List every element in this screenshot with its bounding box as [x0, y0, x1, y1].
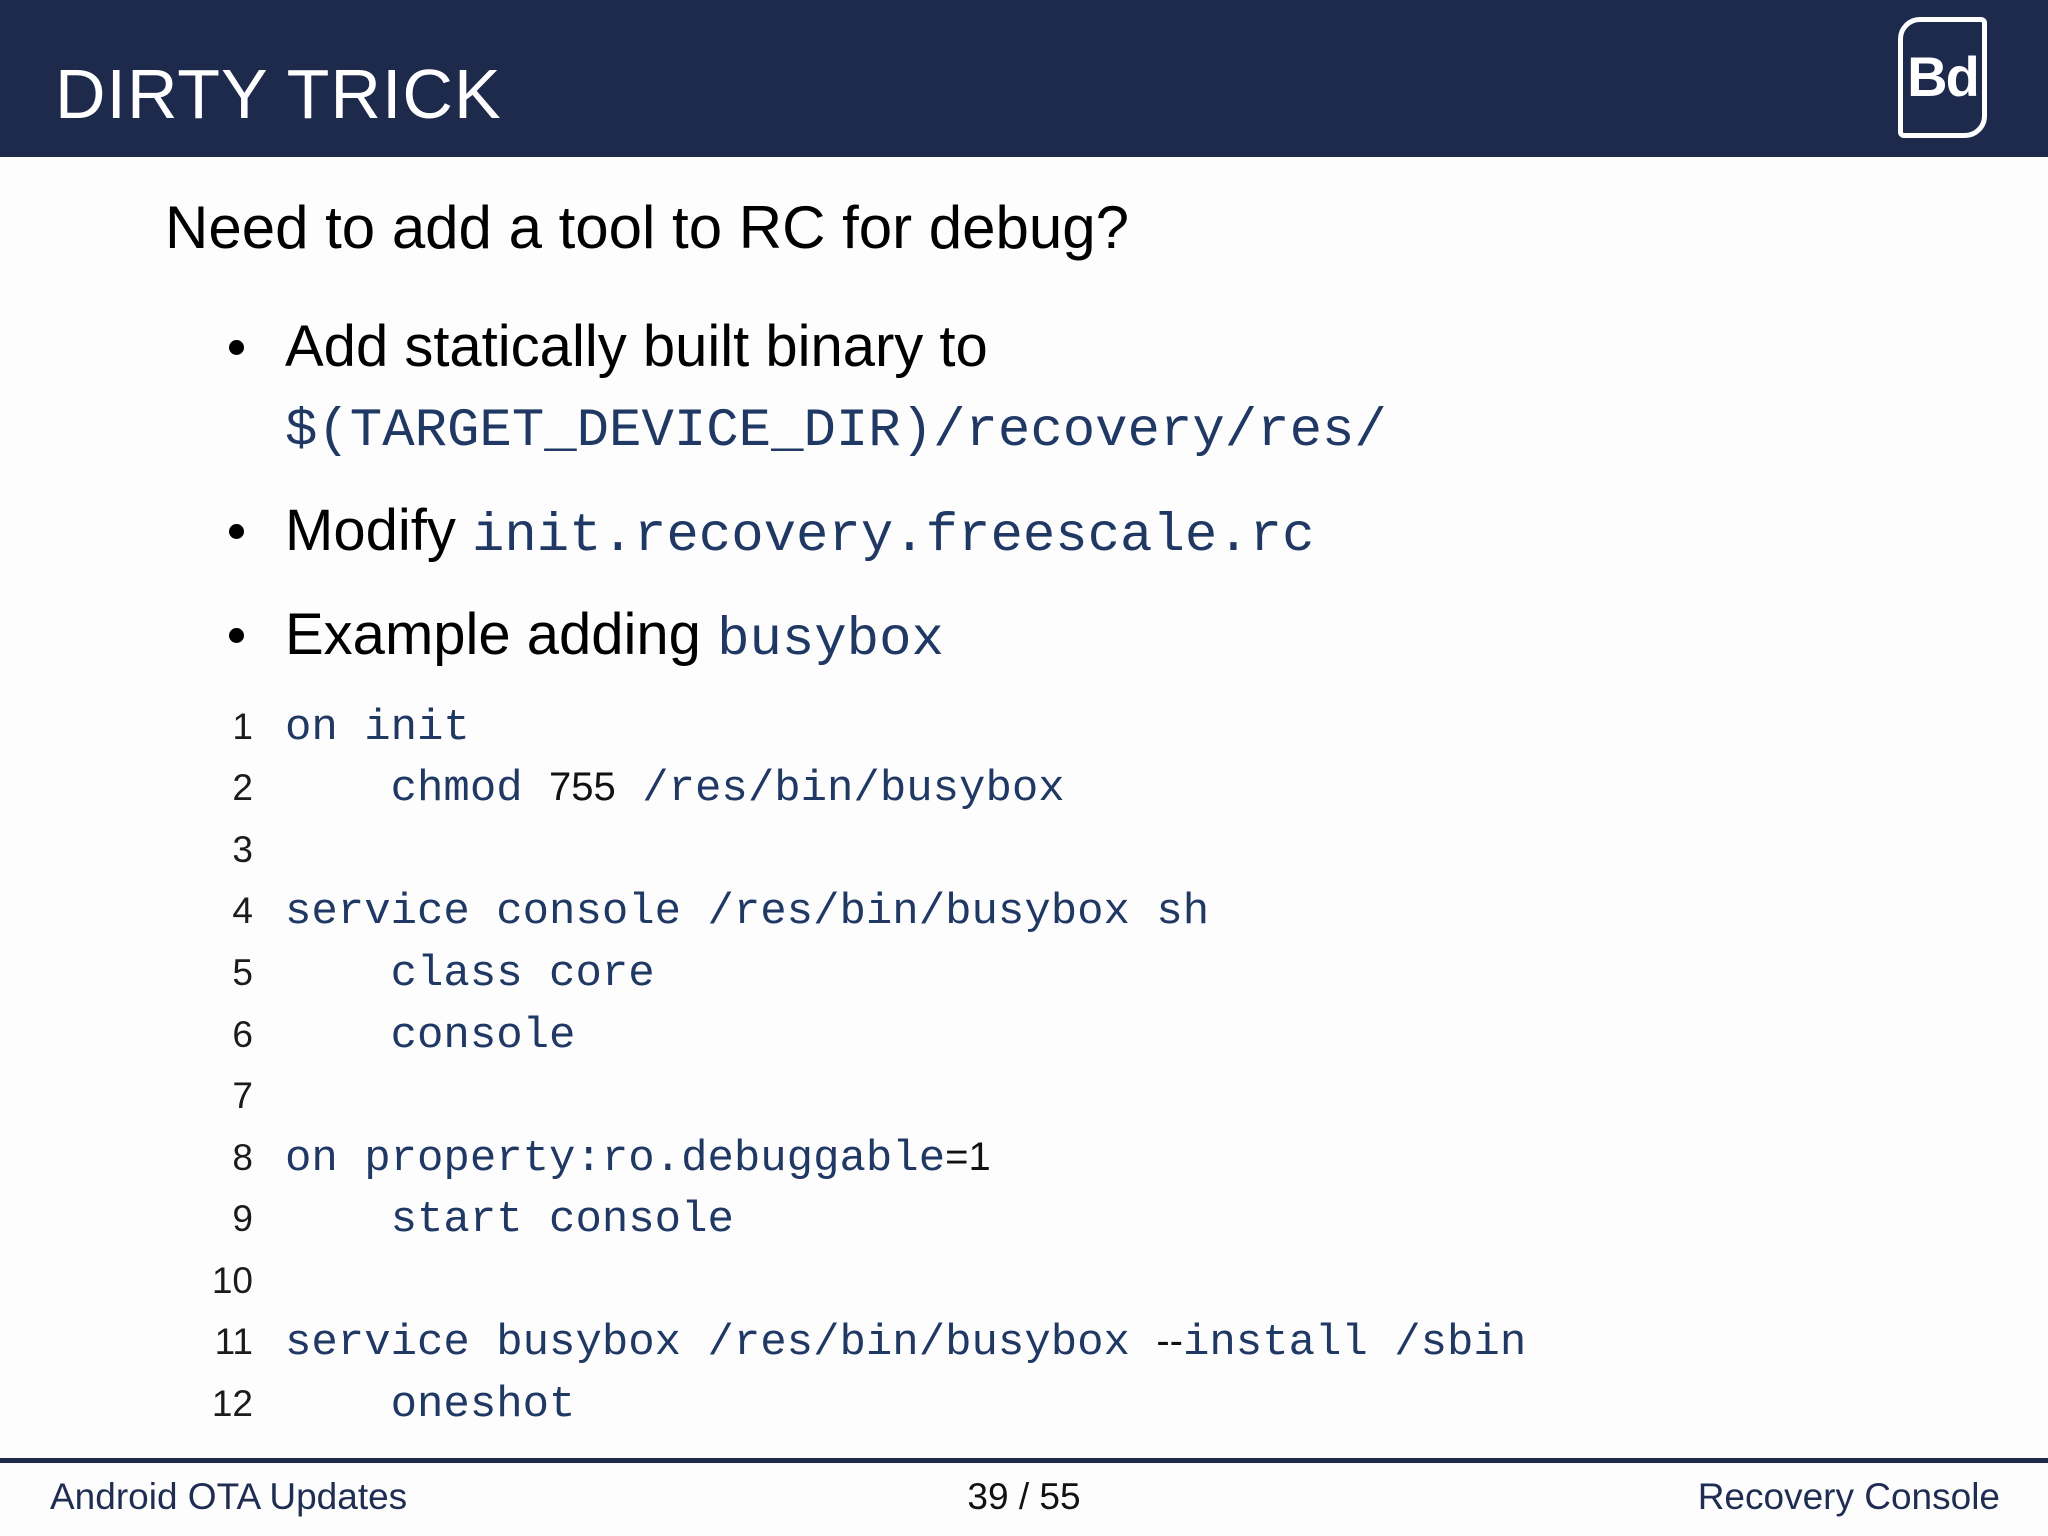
listing-line: 1 on init — [0, 694, 2048, 759]
listing-line: 10 — [0, 1248, 2048, 1313]
listing-line: 12 oneshot — [0, 1371, 2048, 1436]
header-bar: DIRTY TRICK Bd — [0, 0, 2048, 157]
code-text: /res/bin/busybox — [615, 764, 1065, 814]
code-text: service busybox /res/bin/busybox — [285, 1318, 1157, 1368]
code-text: service console /res/bin/busybox sh — [285, 887, 1210, 937]
listing-line: 8 on property:ro.debuggable=1 — [0, 1125, 2048, 1190]
line-number: 12 — [211, 1383, 253, 1424]
bullet-dot — [229, 340, 244, 355]
bullet-item-2: Modify init.recovery.freescale.rc — [229, 500, 1315, 567]
line-number: 8 — [232, 1137, 253, 1178]
line-number: 5 — [232, 952, 253, 993]
code-literal: =1 — [945, 1135, 991, 1179]
code-text: console — [285, 1011, 576, 1061]
bullet-text: Modify — [285, 498, 472, 563]
listing-line: 7 — [0, 1063, 2048, 1128]
listing-line: 9 start console — [0, 1186, 2048, 1251]
listing-line: 3 — [0, 817, 2048, 882]
footer-divider — [0, 1458, 2048, 1463]
bullet-text: Example adding — [285, 602, 718, 667]
footer-section-title: Recovery Console — [1697, 1476, 2000, 1517]
line-number: 2 — [232, 767, 253, 808]
code-text: on property:ro.debuggable — [285, 1134, 946, 1184]
code-text: start console — [285, 1195, 734, 1245]
bullet-inline-code: init.recovery.freescale.rc — [471, 506, 1315, 567]
footer-course-title: Android OTA Updates — [50, 1476, 408, 1517]
listing-line: 2 chmod 755 /res/bin/busybox — [0, 755, 2048, 820]
code-literal: -- — [1156, 1319, 1183, 1363]
bd-logo-text: Bd — [1907, 45, 1980, 108]
line-number: 7 — [232, 1075, 253, 1116]
code-text: on init — [285, 703, 470, 753]
listing-line: 4 service console /res/bin/busybox sh — [0, 878, 2048, 943]
footer-page-number: 39 / 55 — [967, 1476, 1081, 1517]
code-text: class core — [285, 949, 655, 999]
code-text: oneshot — [285, 1380, 576, 1430]
line-number: 4 — [232, 890, 253, 931]
listing-line: 11 service busybox /res/bin/busybox --ins… — [0, 1309, 2048, 1374]
listing-line: 5 class core — [0, 940, 2048, 1005]
code-text: chmod — [285, 764, 550, 814]
page-title: DIRTY TRICK — [55, 55, 502, 133]
code-literal: 755 — [549, 765, 616, 809]
bullet-dot — [229, 524, 244, 539]
bullet-code-path: $(TARGET_DEVICE_DIR)/recovery/res/ — [285, 401, 1387, 462]
bullet-item-3: Example adding busybox — [229, 604, 944, 671]
line-number: 9 — [232, 1198, 253, 1239]
bd-logo-icon: Bd — [1898, 17, 1987, 138]
bullet-inline-code: busybox — [717, 610, 944, 671]
bullet-text: Add statically built binary to — [285, 314, 988, 379]
bullet-dot — [229, 628, 244, 643]
bullet-item-1: Add statically built binary to — [229, 316, 988, 377]
line-number: 6 — [232, 1014, 253, 1055]
line-number: 10 — [211, 1260, 253, 1301]
line-number: 11 — [214, 1321, 253, 1362]
code-text: install /sbin — [1182, 1318, 1527, 1368]
line-number: 3 — [232, 829, 253, 870]
slide-heading: Need to add a tool to RC for debug? — [165, 194, 1129, 261]
line-number: 1 — [232, 706, 253, 747]
listing-line: 6 console — [0, 1002, 2048, 1067]
